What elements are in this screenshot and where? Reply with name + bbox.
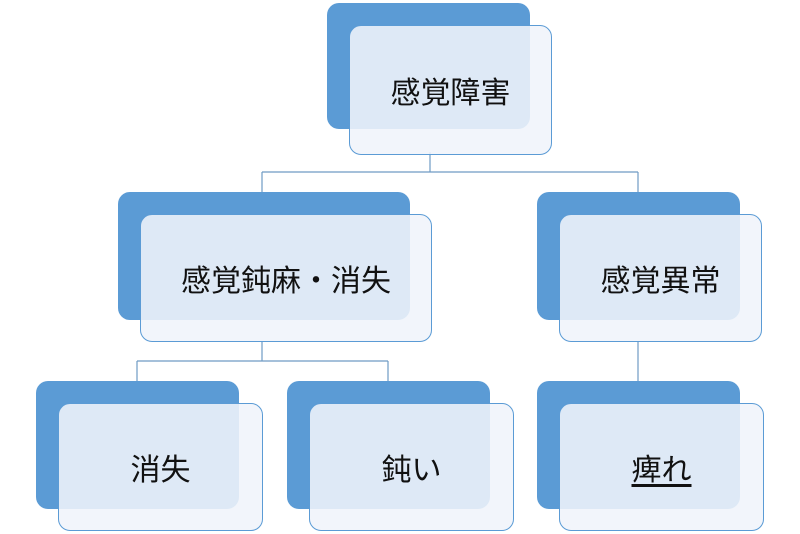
node-root-label: 感覚障害 — [390, 76, 511, 111]
node-loss-label: 消失 — [130, 453, 191, 488]
node-root-front: 感覚障害 — [349, 25, 552, 155]
node-loss-front: 消失 — [58, 403, 263, 531]
node-numbness-front: 感覚鈍麻・消失 — [140, 214, 432, 342]
node-dullness-label: 鈍い — [381, 453, 442, 488]
node-abnormal-label: 感覚異常 — [600, 264, 721, 299]
node-abnormal-front: 感覚異常 — [559, 214, 762, 342]
node-dullness-front: 鈍い — [309, 403, 514, 531]
node-numbness-label: 感覚鈍麻・消失 — [181, 264, 391, 299]
node-tingling-label: 痺れ — [631, 453, 692, 488]
node-tingling-front: 痺れ — [559, 403, 764, 531]
